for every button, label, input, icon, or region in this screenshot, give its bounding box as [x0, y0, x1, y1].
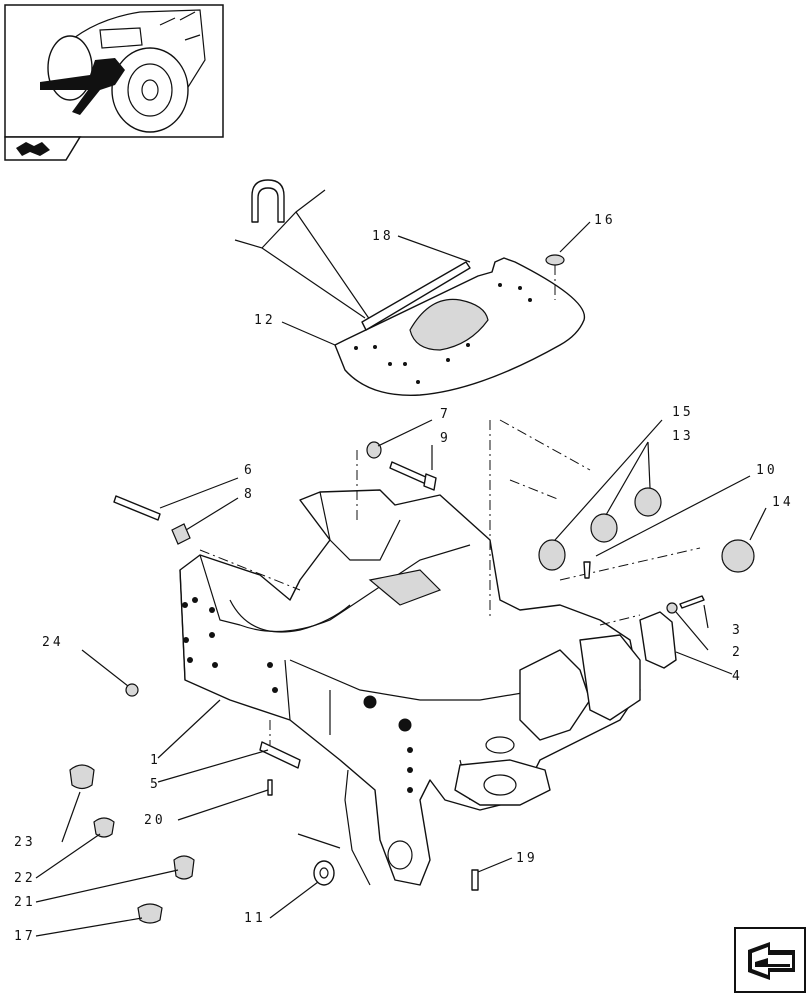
callout-8: 8 [244, 487, 255, 502]
plug-part-23 [69, 764, 95, 790]
cover-part-4 [639, 611, 677, 669]
plug-part-17 [137, 903, 163, 924]
plug-part-14 [721, 539, 755, 573]
callout-labels: 18 16 12 7 9 15 13 10 6 8 14 3 2 4 24 1 … [14, 213, 794, 944]
plug-part-13b [634, 487, 662, 517]
callout-22: 22 [14, 871, 36, 886]
bolt-part-19 [471, 869, 479, 891]
bracket-part-5 [259, 741, 301, 769]
front-support-frame [179, 489, 641, 886]
plug-part-15 [538, 539, 566, 571]
washer-part-11 [313, 860, 335, 886]
callout-18: 18 [372, 229, 394, 244]
plug-part-21 [173, 855, 195, 880]
callout-14: 14 [772, 495, 794, 510]
callout-13: 13 [672, 429, 694, 444]
callout-11: 11 [244, 911, 266, 926]
callout-23: 23 [14, 835, 36, 850]
washer-part-2 [666, 602, 678, 614]
tractor-thumbnail-icon[interactable] [4, 4, 224, 138]
callout-12: 12 [254, 313, 276, 328]
leader-lines [35, 221, 767, 937]
callout-10: 10 [756, 463, 778, 478]
navigation-arrow-icon[interactable] [734, 927, 806, 993]
section-arrow-icon[interactable] [4, 136, 82, 161]
screw-part-10 [583, 561, 591, 579]
plug-part-24 [125, 683, 139, 697]
plate-part-12 [334, 257, 586, 396]
callout-19: 19 [516, 851, 538, 866]
callout-16: 16 [594, 213, 616, 228]
plug-part-13a [590, 513, 618, 543]
callout-15: 15 [672, 405, 694, 420]
washer-part-7 [366, 441, 382, 459]
bushing-part-8 [171, 523, 191, 545]
callout-9: 9 [440, 431, 451, 446]
callout-21: 21 [14, 895, 36, 910]
callout-5: 5 [150, 777, 161, 792]
plug-part-22 [93, 817, 115, 838]
clip-detail [251, 179, 285, 223]
plug-part-16 [545, 254, 565, 266]
callout-6: 6 [244, 463, 255, 478]
callout-7: 7 [440, 407, 451, 422]
callout-1: 1 [150, 753, 161, 768]
callout-24: 24 [42, 635, 64, 650]
stud-part-6 [113, 495, 161, 521]
callout-20: 20 [144, 813, 166, 828]
bolt-part-3 [679, 595, 705, 609]
bolt-part-9 [389, 461, 437, 491]
bolt-part-20 [267, 779, 273, 796]
callout-2: 2 [732, 645, 743, 660]
callout-17: 17 [14, 929, 36, 944]
callout-3: 3 [732, 623, 743, 638]
callout-4: 4 [732, 669, 743, 684]
